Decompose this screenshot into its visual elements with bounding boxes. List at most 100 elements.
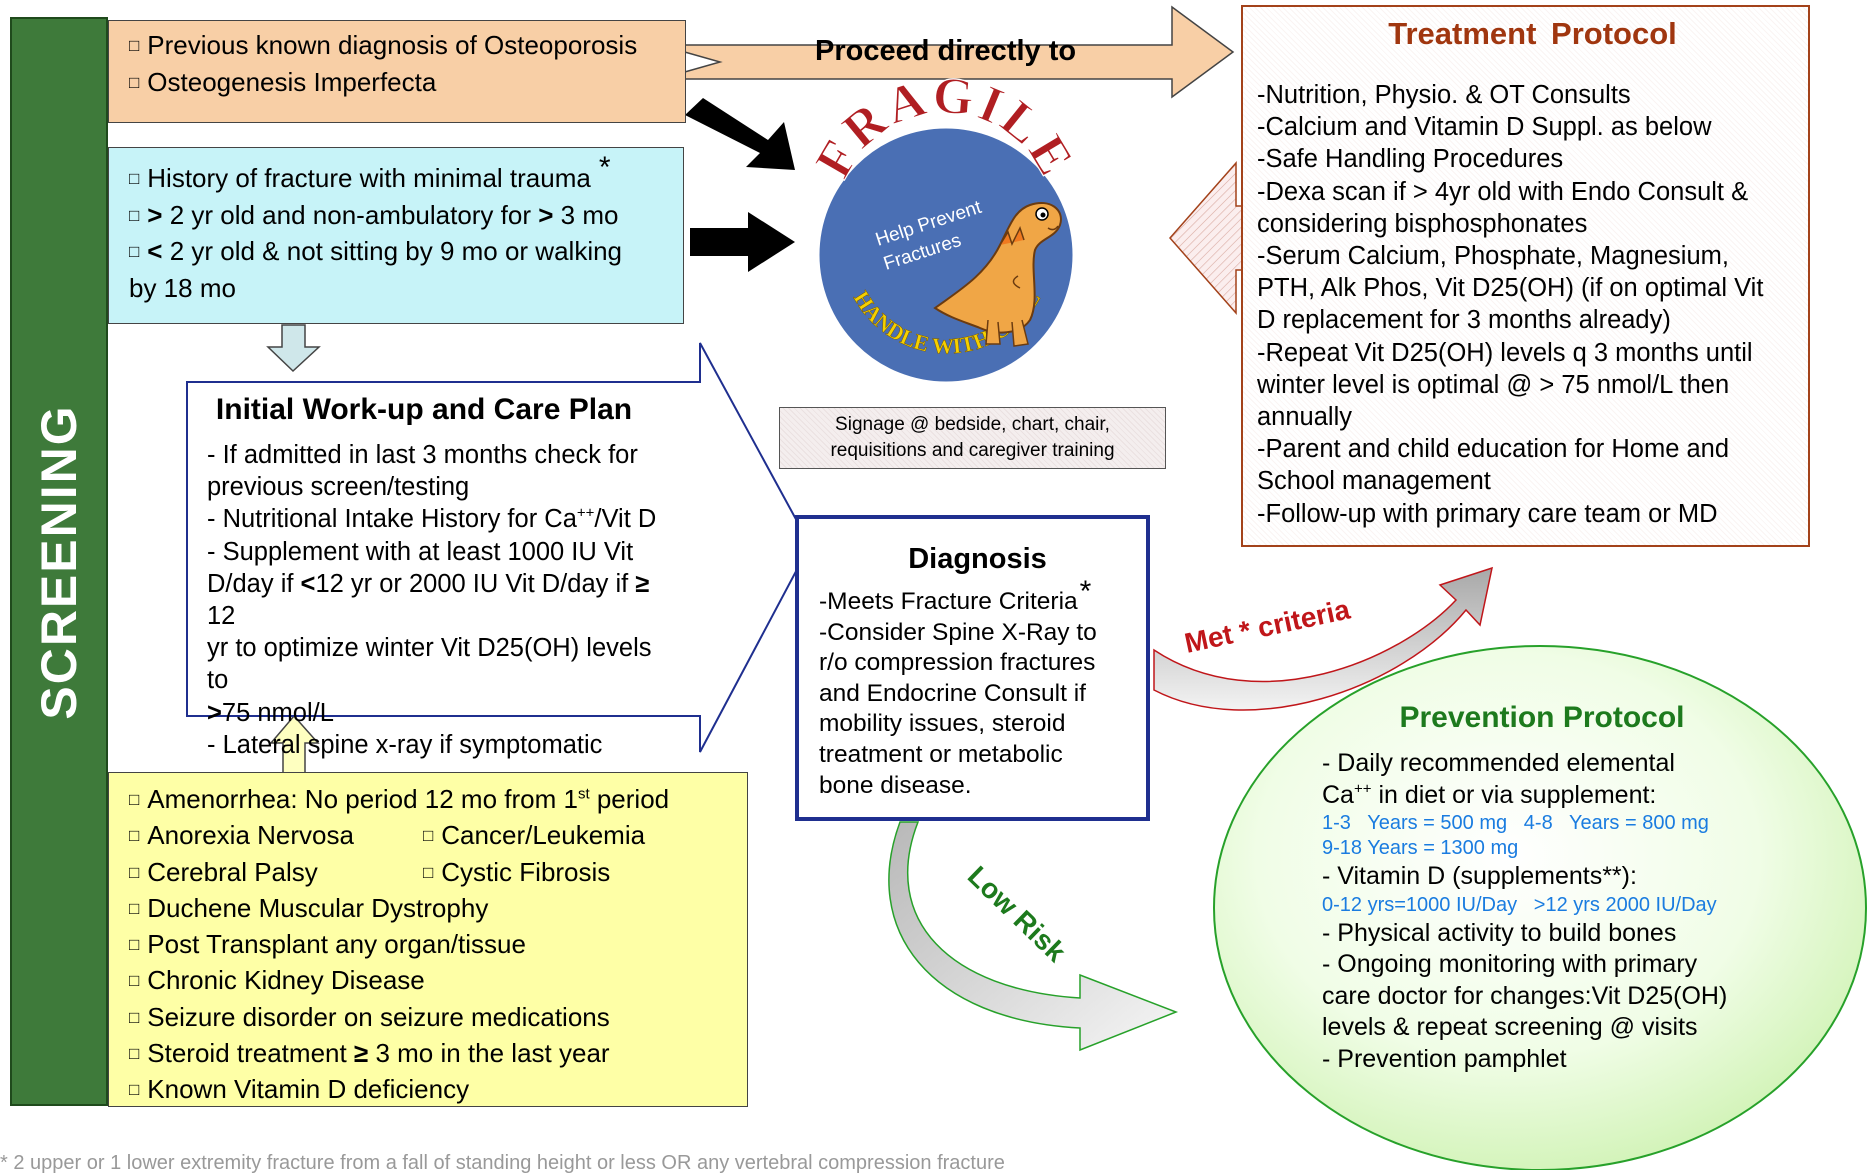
treatment-title: Treatment Protocol bbox=[1388, 16, 1677, 51]
low-risk-label: Low Risk bbox=[962, 860, 1072, 968]
met-criteria-curved-arrow bbox=[1153, 566, 1494, 711]
fragile-dinosaur-logo: FRAGILE HANDLE WITH CARE Help Prevent Fr… bbox=[804, 66, 1083, 385]
treatment-line: annually bbox=[1257, 403, 1352, 432]
known-diagnosis-box: □Previous known diagnosis of Osteoporosi… bbox=[108, 20, 686, 123]
checkbox-icon: □ bbox=[423, 862, 434, 882]
diagnosis-line: -Consider Spine X-Ray to bbox=[819, 618, 1097, 646]
treatment-line: D replacement for 3 months already) bbox=[1257, 306, 1671, 335]
list-item: □Steroid treatment ≥ 3 mo in the last ye… bbox=[129, 1038, 610, 1069]
prevention-title: Prevention Protocol bbox=[1399, 701, 1685, 734]
list-item-continuation: by 18 mo bbox=[129, 272, 236, 303]
proceed-block-arrow bbox=[659, 5, 1235, 99]
checkbox-icon: □ bbox=[129, 862, 140, 882]
calcium-dosage-line: 9-18 Years = 1300 mg bbox=[1322, 837, 1519, 859]
treatment-line: School management bbox=[1257, 467, 1491, 496]
down-arrow-blue bbox=[266, 324, 321, 373]
met-criteria-label: Met * criteria bbox=[1182, 594, 1353, 659]
checkbox-icon: □ bbox=[129, 242, 140, 261]
checkbox-icon: □ bbox=[129, 1007, 140, 1027]
list-item: □History of fracture with minimal trauma… bbox=[129, 151, 611, 193]
prevention-protocol: Prevention Protocol - Daily recommended … bbox=[1322, 700, 1762, 1100]
prevention-line: Ca++ in diet or via supplement: bbox=[1322, 780, 1657, 809]
diagnosis-line: r/o compression fractures bbox=[819, 649, 1096, 677]
list-item: □< 2 yr old & not sitting by 9 mo or wal… bbox=[129, 236, 623, 266]
list-item: □Cerebral Palsy□Cystic Fibrosis bbox=[129, 856, 611, 887]
checkbox-icon: □ bbox=[129, 935, 140, 955]
treatment-line: -Dexa scan if > 4yr old with Endo Consul… bbox=[1257, 177, 1749, 206]
checkbox-icon: □ bbox=[129, 1044, 140, 1064]
checkbox-icon: □ bbox=[423, 826, 434, 846]
treatment-line: PTH, Alk Phos, Vit D25(OH) (if on optima… bbox=[1257, 274, 1764, 303]
treatment-line: -Follow-up with primary care team or MD bbox=[1257, 499, 1718, 528]
workup-line: yr to optimize winter Vit D25(OH) levels… bbox=[207, 634, 652, 695]
calcium-dosage-line: 1-3 Years = 500 mg 4-8 Years = 800 mg bbox=[1322, 812, 1709, 834]
list-item: □Post Transplant any organ/tissue bbox=[129, 929, 526, 960]
workup-line: - Nutritional Intake History for Ca++/Vi… bbox=[207, 504, 657, 534]
workup-line: D/day if <12 yr or 2000 IU Vit D/day if … bbox=[207, 569, 650, 631]
list-item: □Known Vitamin D deficiency bbox=[129, 1074, 470, 1105]
checkbox-icon: □ bbox=[129, 1080, 140, 1100]
dinosaur-icon bbox=[933, 202, 1062, 347]
prevention-line: - Daily recommended elemental bbox=[1322, 749, 1675, 777]
list-item: □Seizure disorder on seizure medications bbox=[129, 1001, 610, 1032]
workup-line: previous screen/testing bbox=[207, 473, 470, 502]
initial-workup-title: Initial Work-up and Care Plan bbox=[215, 393, 633, 426]
treatment-line: winter level is optimal @ > 75 nmol/L th… bbox=[1257, 370, 1730, 399]
diagnosis-title: Diagnosis bbox=[908, 543, 1047, 575]
checkbox-icon: □ bbox=[129, 36, 140, 55]
risk-conditions-box: □Amenorrhea: No period 12 mo from 1st pe… bbox=[108, 772, 748, 1107]
list-item: □Duchene Muscular Dystrophy bbox=[129, 892, 489, 923]
prevention-line: levels & repeat screening @ visits bbox=[1322, 1013, 1698, 1041]
prevention-line: - Physical activity to build bones bbox=[1322, 918, 1677, 947]
treatment-protocol-box: Treatment Protocol -Nutrition, Physio. &… bbox=[1241, 5, 1810, 547]
prevention-ellipse bbox=[1213, 645, 1867, 1170]
initial-workup-panel: Initial Work-up and Care Plan - If admit… bbox=[187, 375, 667, 759]
footnote: * 2 upper or 1 lower extremity fracture … bbox=[0, 1152, 1005, 1174]
fracture-criteria-asterisk: * bbox=[598, 151, 611, 184]
diagnosis-line: bone disease. bbox=[819, 771, 972, 799]
checkbox-icon: □ bbox=[129, 205, 140, 225]
treatment-line: -Parent and child education for Home and bbox=[1257, 435, 1730, 464]
diagnosis-box: Diagnosis -Meets Fracture Criteria* -Con… bbox=[795, 515, 1150, 821]
treatment-line: -Safe Handling Procedures bbox=[1257, 145, 1564, 174]
diagnosis-line: and Endocrine Consult if bbox=[819, 679, 1086, 707]
prevention-line: - Ongoing monitoring with primary bbox=[1322, 950, 1698, 978]
checkbox-icon: □ bbox=[129, 169, 140, 188]
diagnosis-line: mobility issues, steroid bbox=[819, 710, 1066, 738]
up-arrow-yellow bbox=[269, 714, 320, 774]
screening-label: SCREENING bbox=[31, 403, 87, 720]
prevention-line: - Prevention pamphlet bbox=[1322, 1044, 1567, 1073]
checkbox-icon: □ bbox=[129, 971, 140, 991]
workup-line: >75 nmol/L bbox=[207, 698, 334, 727]
vitamin-d-dosage-line: 0-12 yrs=1000 IU/Day >12 yrs 2000 IU/Day bbox=[1322, 893, 1717, 916]
list-item: □> 2 yr old and non-ambulatory for > 3 m… bbox=[129, 199, 619, 230]
diagnosis-line: -Meets Fracture Criteria* bbox=[819, 575, 1092, 615]
list-item: □Amenorrhea: No period 12 mo from 1st pe… bbox=[129, 784, 670, 814]
initial-workup-arrow-shape bbox=[186, 342, 812, 753]
checkbox-icon: □ bbox=[129, 826, 140, 846]
list-item: □Osteogenesis Imperfecta bbox=[129, 66, 437, 97]
prevention-line: care doctor for changes:Vit D25(OH) bbox=[1322, 981, 1728, 1010]
checkbox-icon: □ bbox=[129, 72, 140, 92]
low-risk-curved-arrow bbox=[888, 821, 1179, 1052]
treatment-line: -Calcium and Vitamin D Suppl. as below bbox=[1257, 113, 1712, 142]
black-arrow-upper bbox=[685, 98, 795, 170]
checkbox-icon: □ bbox=[129, 790, 140, 809]
workup-line: - Lateral spine x-ray if symptomatic bbox=[207, 730, 603, 759]
prevention-line: - Vitamin D (supplements**): bbox=[1322, 862, 1637, 890]
list-item: □Anorexia Nervosa□Cancer/Leukemia bbox=[129, 820, 646, 851]
checkbox-icon: □ bbox=[129, 898, 140, 918]
proceed-label: Proceed directly to bbox=[815, 35, 1077, 67]
treatment-line: -Serum Calcium, Phosphate, Magnesium, bbox=[1257, 242, 1729, 271]
workup-line: - Supplement with at least 1000 IU Vit bbox=[207, 537, 634, 566]
diagnosis-line: treatment or metabolic bbox=[819, 740, 1063, 768]
signage-note: Signage @ bedside, chart, chair, requisi… bbox=[779, 407, 1166, 469]
fracture-history-box: □History of fracture with minimal trauma… bbox=[108, 147, 684, 324]
black-arrow-middle bbox=[690, 212, 795, 272]
workup-line: - If admitted in last 3 months check for bbox=[207, 441, 638, 469]
treatment-line: -Repeat Vit D25(OH) levels q 3 months un… bbox=[1257, 338, 1753, 367]
treatment-line: considering bisphosphonates bbox=[1257, 209, 1588, 238]
treatment-line: -Nutrition, Physio. & OT Consults bbox=[1257, 81, 1631, 109]
list-item: □Chronic Kidney Disease bbox=[129, 965, 425, 996]
